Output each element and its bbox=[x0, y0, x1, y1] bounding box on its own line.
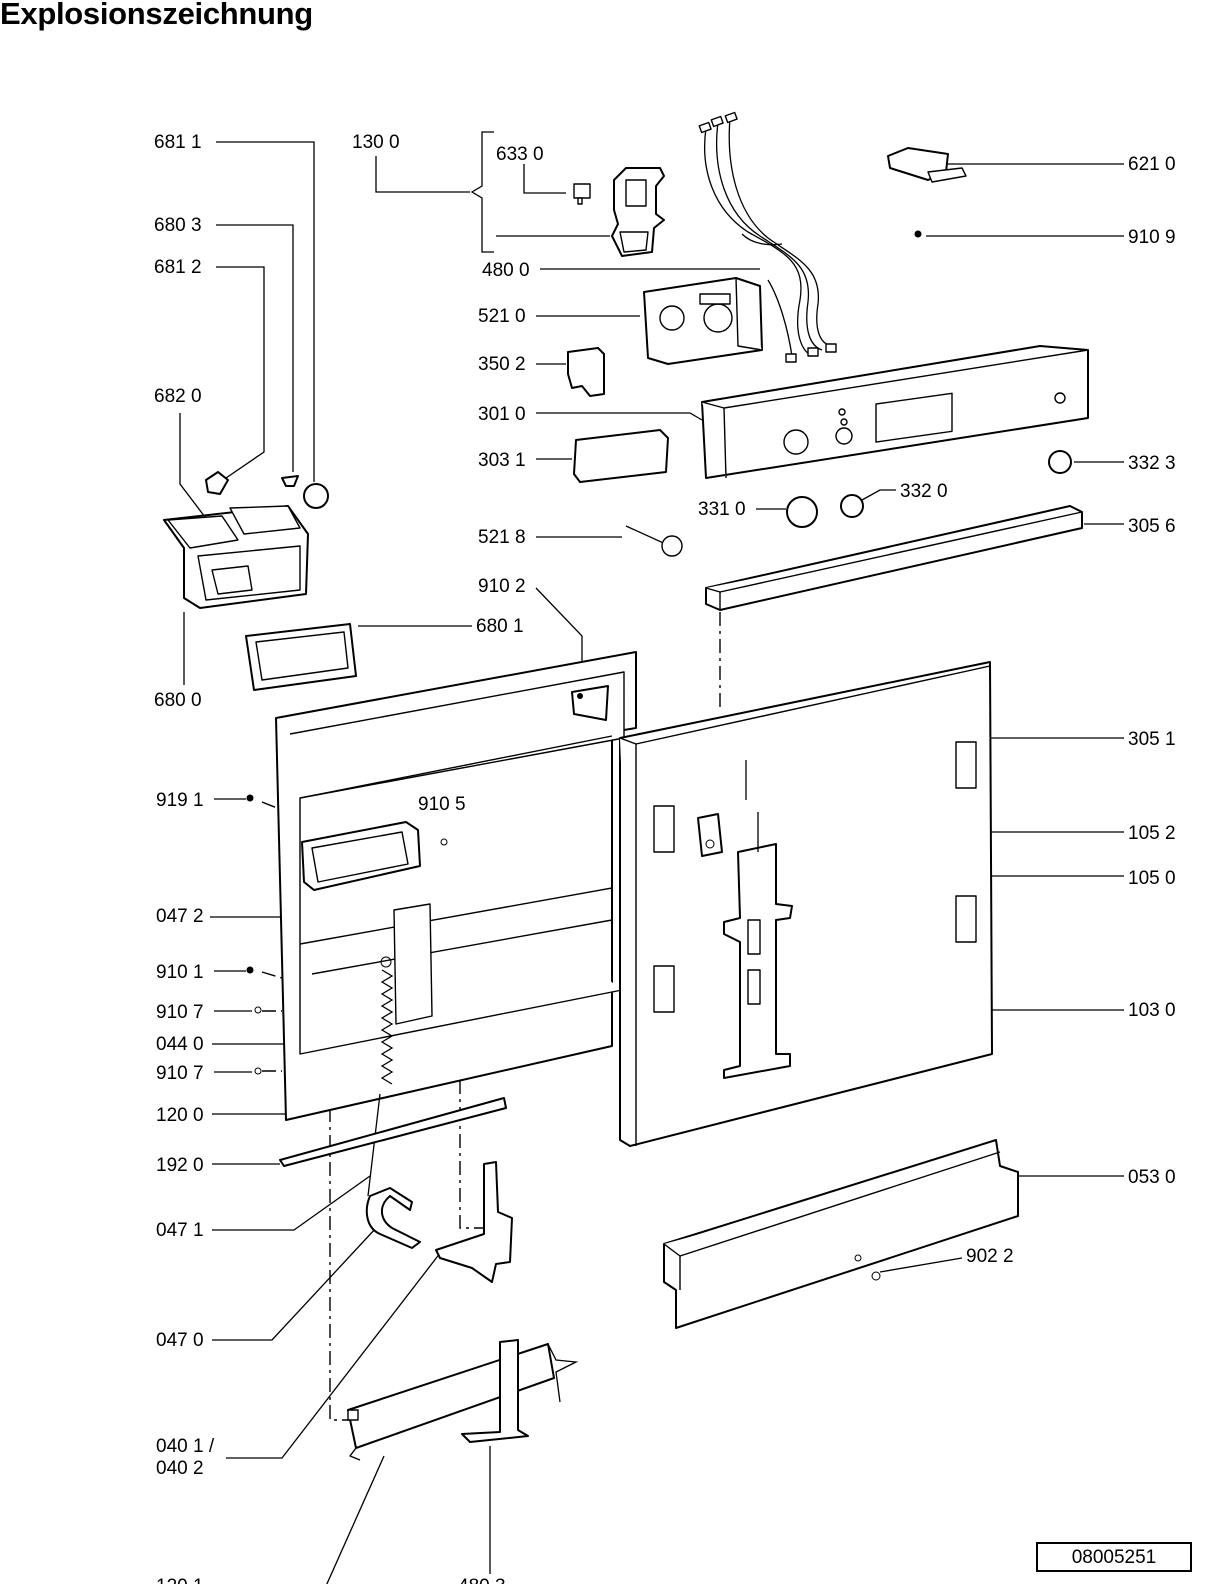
callout-621-0: 621 0 bbox=[1128, 154, 1176, 175]
callout-633-0: 633 0 bbox=[496, 144, 544, 165]
inner-door bbox=[275, 651, 637, 1121]
callout-681-1: 681 1 bbox=[154, 132, 202, 153]
callout-053-0: 053 0 bbox=[1128, 1167, 1176, 1188]
kickplate bbox=[663, 1139, 1019, 1329]
callout-105-0: 105 0 bbox=[1128, 868, 1176, 889]
callout-040-1: 040 1 / bbox=[156, 1436, 215, 1457]
callout-040-2: 040 2 bbox=[156, 1458, 204, 1479]
callout-305-1: 305 1 bbox=[1128, 729, 1176, 750]
callout-047-1: 047 1 bbox=[156, 1220, 204, 1241]
callout-332-3: 332 3 bbox=[1128, 453, 1176, 474]
leader-lines bbox=[179, 131, 1124, 1584]
callout-480-3: 480 3 bbox=[458, 1576, 506, 1584]
dispenser-seal bbox=[245, 623, 357, 691]
callout-303-1: 303 1 bbox=[478, 450, 526, 471]
door-spring bbox=[367, 956, 394, 1197]
page-title: Explosionszeichnung bbox=[0, 0, 313, 31]
knob-332-0 bbox=[840, 494, 864, 518]
handle-303-1 bbox=[573, 429, 669, 483]
callout-919-1: 919 1 bbox=[156, 790, 204, 811]
callout-902-2: 902 2 bbox=[966, 1246, 1014, 1267]
knob-331-0 bbox=[786, 496, 818, 528]
callout-680-1: 680 1 bbox=[476, 616, 524, 637]
latch-plate bbox=[435, 1161, 513, 1283]
hinge-bracket bbox=[347, 1339, 579, 1461]
callout-103-0: 103 0 bbox=[1128, 1000, 1176, 1021]
callout-680-3: 680 3 bbox=[154, 215, 202, 236]
callout-682-0: 682 0 bbox=[154, 386, 202, 407]
callout-301-0: 301 0 bbox=[478, 404, 526, 425]
bracket-350-2 bbox=[567, 347, 605, 397]
screws bbox=[246, 794, 262, 1075]
relay-module bbox=[887, 147, 967, 238]
callout-305-6: 305 6 bbox=[1128, 516, 1176, 537]
callout-350-2: 350 2 bbox=[478, 354, 526, 375]
callout-120-1: 120 1 bbox=[156, 1576, 204, 1584]
control-panel bbox=[701, 345, 1089, 479]
knob-332-3 bbox=[1048, 450, 1072, 474]
callout-192-0: 192 0 bbox=[156, 1155, 204, 1176]
callout-910-7-a: 910 7 bbox=[156, 1002, 204, 1023]
callout-047-0: 047 0 bbox=[156, 1330, 204, 1351]
callout-labels: 681 1 130 0 633 0 621 0 680 3 910 9 681 … bbox=[154, 132, 1176, 1584]
callout-120-0: 120 0 bbox=[156, 1105, 204, 1126]
callout-044-0: 044 0 bbox=[156, 1034, 204, 1055]
trim-profile-305-6 bbox=[705, 505, 1083, 611]
spring-bracket bbox=[365, 1187, 421, 1249]
callout-680-0: 680 0 bbox=[154, 690, 202, 711]
callout-910-1: 910 1 bbox=[156, 962, 204, 983]
detergent-dispenser bbox=[163, 471, 329, 609]
callout-910-9: 910 9 bbox=[1128, 227, 1176, 248]
callout-521-8: 521 8 bbox=[478, 527, 526, 548]
callout-480-0: 480 0 bbox=[482, 260, 530, 281]
callout-910-7-b: 910 7 bbox=[156, 1063, 204, 1084]
callout-332-0: 332 0 bbox=[900, 481, 948, 502]
sealing-strip bbox=[279, 1097, 507, 1167]
outer-door bbox=[619, 661, 993, 1147]
callout-105-2: 105 2 bbox=[1128, 823, 1176, 844]
callout-681-2: 681 2 bbox=[154, 257, 202, 278]
document-number: 08005251 bbox=[1036, 1542, 1192, 1572]
callout-047-2: 047 2 bbox=[156, 906, 204, 927]
callout-910-2: 910 2 bbox=[478, 576, 526, 597]
control-module bbox=[643, 277, 763, 365]
callout-130-0: 130 0 bbox=[352, 132, 400, 153]
callout-521-0: 521 0 bbox=[478, 306, 526, 327]
callout-910-5: 910 5 bbox=[418, 794, 466, 815]
callout-331-0: 331 0 bbox=[698, 499, 746, 520]
door-switch bbox=[573, 167, 665, 257]
cable-harness bbox=[698, 111, 837, 363]
sensor-521-8 bbox=[625, 525, 683, 557]
